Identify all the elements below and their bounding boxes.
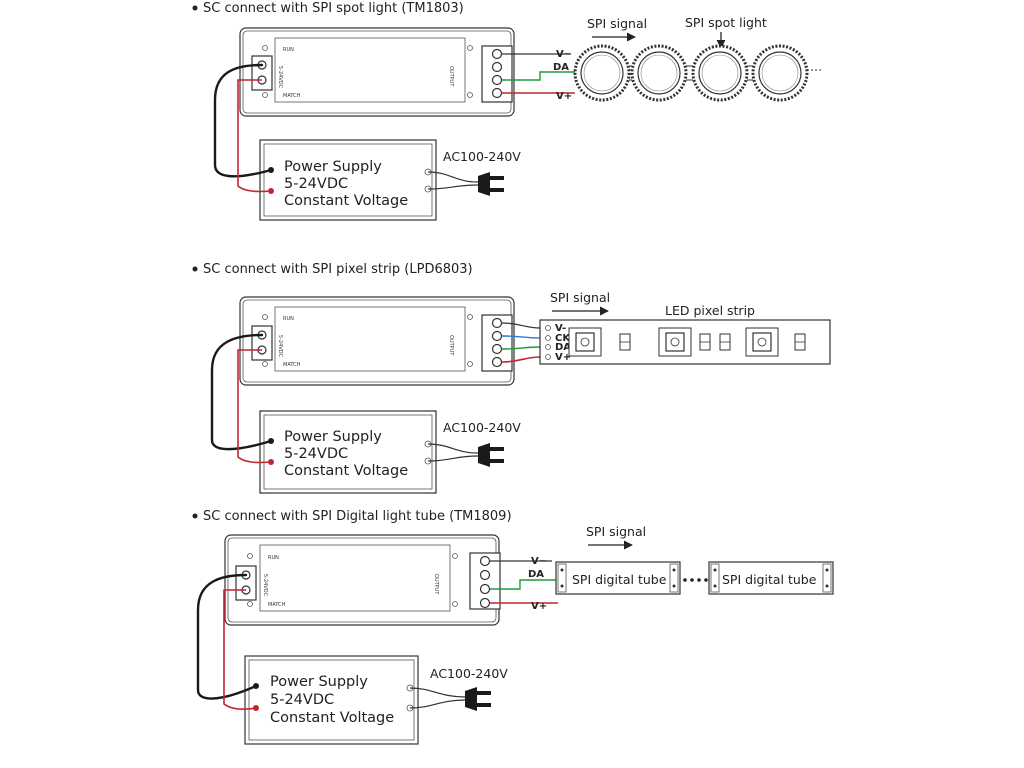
pin-label: V+ <box>531 601 547 612</box>
bullet-icon <box>192 513 198 519</box>
run-label: RUN <box>283 316 294 322</box>
section-digital-tube: SC connect with SPI Digital light tube (… <box>192 509 834 745</box>
spot-light-icon <box>573 44 631 102</box>
pixel-chip-icon <box>658 327 692 357</box>
pin-label: DA <box>553 62 569 73</box>
controller: RUN MATCH 5-24VDC OUTPUT <box>239 27 515 117</box>
resistor-icon <box>619 333 631 351</box>
section-pixel-strip: SC connect with SPI pixel strip (LPD6803… <box>192 262 831 494</box>
pixel-strip-label: LED pixel strip <box>665 303 755 318</box>
spot-light-label: SPI spot light <box>685 15 767 30</box>
section-spot-light: SC connect with SPI spot light (TM1803) … <box>192 1 822 221</box>
output-label: OUTPUT <box>433 574 439 595</box>
spot-light-chain <box>573 44 822 102</box>
power-plug-icon <box>427 443 504 467</box>
pin-label: V+ <box>556 91 572 102</box>
power-supply: Power Supply 5-24VDC Constant Voltage <box>259 410 437 494</box>
ps-line3: Constant Voltage <box>284 463 408 479</box>
run-label: RUN <box>268 555 279 561</box>
pin-label: V− <box>556 49 572 60</box>
match-label: MATCH <box>283 362 301 368</box>
tube-label: SPI digital tube <box>722 572 817 587</box>
pin-label: CK <box>555 333 571 344</box>
ps-line1: Power Supply <box>284 429 382 445</box>
input-label: 5-24VDC <box>277 335 283 358</box>
spi-signal-label: SPI signal <box>550 290 610 305</box>
ps-line2: 5-24VDC <box>284 446 348 462</box>
ps-line1: Power Supply <box>284 159 382 175</box>
spi-signal-label: SPI signal <box>586 524 646 539</box>
digital-tube-2: SPI digital tube <box>708 561 834 595</box>
power-plug-icon <box>409 687 491 711</box>
input-label: 5-24VDC <box>262 574 268 597</box>
resistor-icon <box>699 333 711 351</box>
resistor-icon <box>719 333 731 351</box>
output-label: OUTPUT <box>448 335 454 356</box>
section-heading: SC connect with SPI pixel strip (LPD6803… <box>203 262 473 277</box>
spot-light-icon <box>630 44 688 102</box>
run-label: RUN <box>283 47 294 53</box>
section-heading: SC connect with SPI spot light (TM1803) <box>203 1 464 16</box>
pin-label: V- <box>555 323 566 334</box>
pixel-chip-icon <box>745 327 779 357</box>
ps-line2: 5-24VDC <box>284 176 348 192</box>
digital-tube-1: SPI digital tube <box>555 561 681 595</box>
ac-input-label: AC100-240V <box>430 666 508 681</box>
power-supply: Power Supply 5-24VDC Constant Voltage <box>259 139 437 221</box>
pixel-chip-icon <box>568 327 602 357</box>
ps-line3: Constant Voltage <box>270 710 394 726</box>
ellipsis-icon <box>683 578 708 582</box>
section-heading: SC connect with SPI Digital light tube (… <box>203 509 512 524</box>
pin-label: DA <box>528 569 544 580</box>
output-label: OUTPUT <box>448 66 454 87</box>
bullet-icon <box>192 266 198 272</box>
pin-label: V+ <box>555 352 571 363</box>
controller: RUN MATCH 5-24VDC OUTPUT <box>239 296 515 386</box>
power-plug-icon <box>427 171 504 196</box>
pin-label: V− <box>531 556 547 567</box>
spot-light-icon <box>751 44 809 102</box>
ac-input-label: AC100-240V <box>443 420 521 435</box>
spot-light-icon <box>691 44 749 102</box>
ps-line2: 5-24VDC <box>270 692 334 708</box>
ps-line1: Power Supply <box>270 674 368 690</box>
pin-label: DA <box>555 342 571 353</box>
input-label: 5-24VDC <box>277 66 283 89</box>
resistor-icon <box>794 333 806 351</box>
match-label: MATCH <box>283 93 301 99</box>
spi-signal-label: SPI signal <box>587 16 647 31</box>
tube-label: SPI digital tube <box>572 572 667 587</box>
bullet-icon <box>192 5 198 11</box>
pixel-chips <box>568 327 806 357</box>
ac-input-label: AC100-240V <box>443 149 521 164</box>
power-supply: Power Supply 5-24VDC Constant Voltage <box>244 655 419 745</box>
match-label: MATCH <box>268 602 286 608</box>
led-pixel-strip: V- CK DA V+ <box>539 319 831 365</box>
ps-line3: Constant Voltage <box>284 193 408 209</box>
controller: RUN MATCH 5-24VDC OUTPUT <box>224 534 501 626</box>
